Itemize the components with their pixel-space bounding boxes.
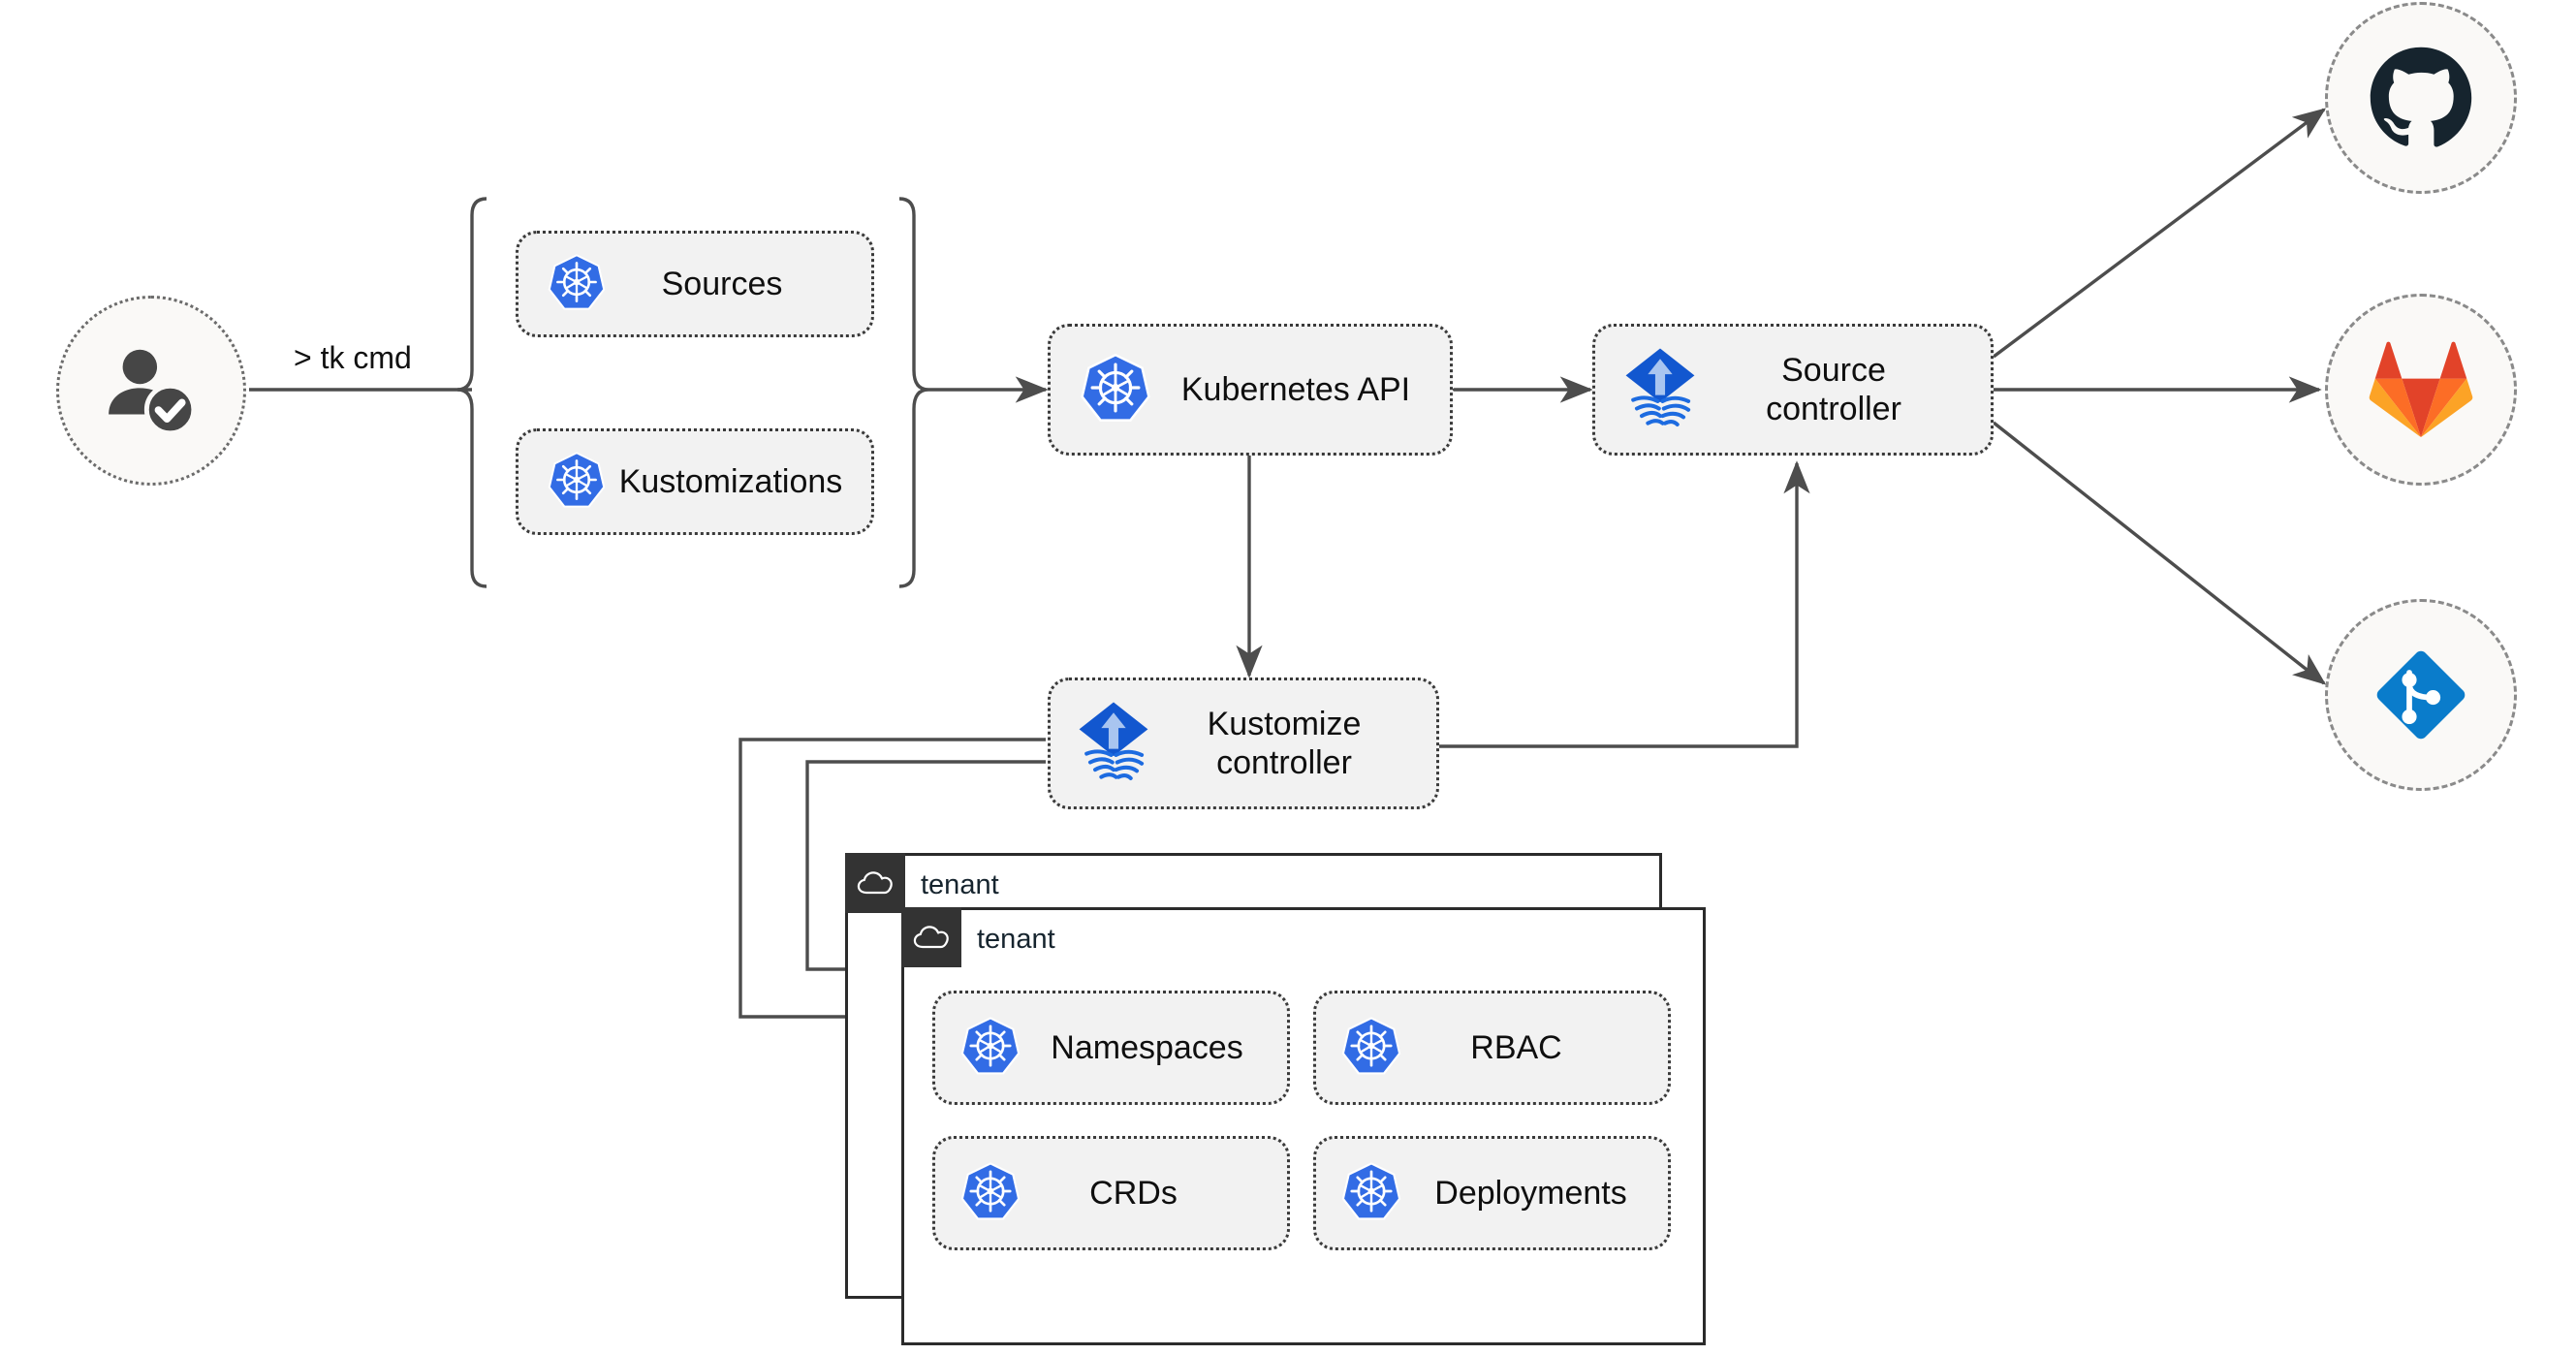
kubernetes-icon [546,449,608,516]
kubernetes-icon [1078,350,1153,430]
tenant-cloud-tab-inner [901,907,961,967]
node-source-controller[interactable]: Source controller [1592,324,1994,456]
user-verified-icon [109,349,197,436]
tenant-resource-deployments[interactable]: Deployments [1313,1136,1671,1250]
github-icon [2370,47,2472,147]
tenant-resource-label: CRDs [1089,1174,1178,1212]
tenant-resource-label: Deployments [1434,1174,1627,1212]
tenant-resource-crds[interactable]: CRDs [932,1136,1290,1250]
flux-icon [1074,700,1153,788]
resource-box-label: Sources [661,265,783,302]
tenant-cloud-tab-outer [845,853,905,913]
git-provider-gitlab[interactable] [2325,294,2517,486]
kubernetes-icon [1339,1014,1403,1083]
tenant-frame-inner [901,907,1706,1345]
resource-box-kustomizations[interactable]: Kustomizations [516,428,874,535]
git-provider-azure-devops[interactable] [2325,599,2517,791]
tenant-label-inner: tenant [977,924,1055,955]
flux-icon [1620,346,1700,434]
kubernetes-icon [958,1014,1022,1083]
node-kubernetes-api[interactable]: Kubernetes API [1048,324,1453,456]
node-label: Kustomize controller [1207,705,1362,781]
node-label: Source controller [1766,351,1901,427]
cloud-icon [913,926,949,949]
resource-box-label: Kustomizations [618,462,843,500]
gitlab-icon [2369,341,2473,438]
kubernetes-icon [958,1159,1022,1228]
tenant-label-outer: tenant [921,869,999,900]
command-label: > tk cmd [294,340,412,375]
kubernetes-icon [546,251,608,318]
node-kustomize-controller[interactable]: Kustomize controller [1048,678,1439,809]
actor-avatar [56,296,246,486]
kubernetes-icon [1339,1159,1403,1228]
tenant-resource-label: Namespaces [1051,1028,1243,1066]
azure-devops-repos-icon [2376,650,2466,740]
resource-box-sources[interactable]: Sources [516,231,874,337]
tenant-resource-namespaces[interactable]: Namespaces [932,991,1290,1105]
git-provider-github[interactable] [2325,2,2517,194]
tenant-resource-rbac[interactable]: RBAC [1313,991,1671,1105]
node-label: Kubernetes API [1180,370,1411,408]
tenant-resource-label: RBAC [1470,1028,1562,1066]
cloud-icon [857,871,893,895]
